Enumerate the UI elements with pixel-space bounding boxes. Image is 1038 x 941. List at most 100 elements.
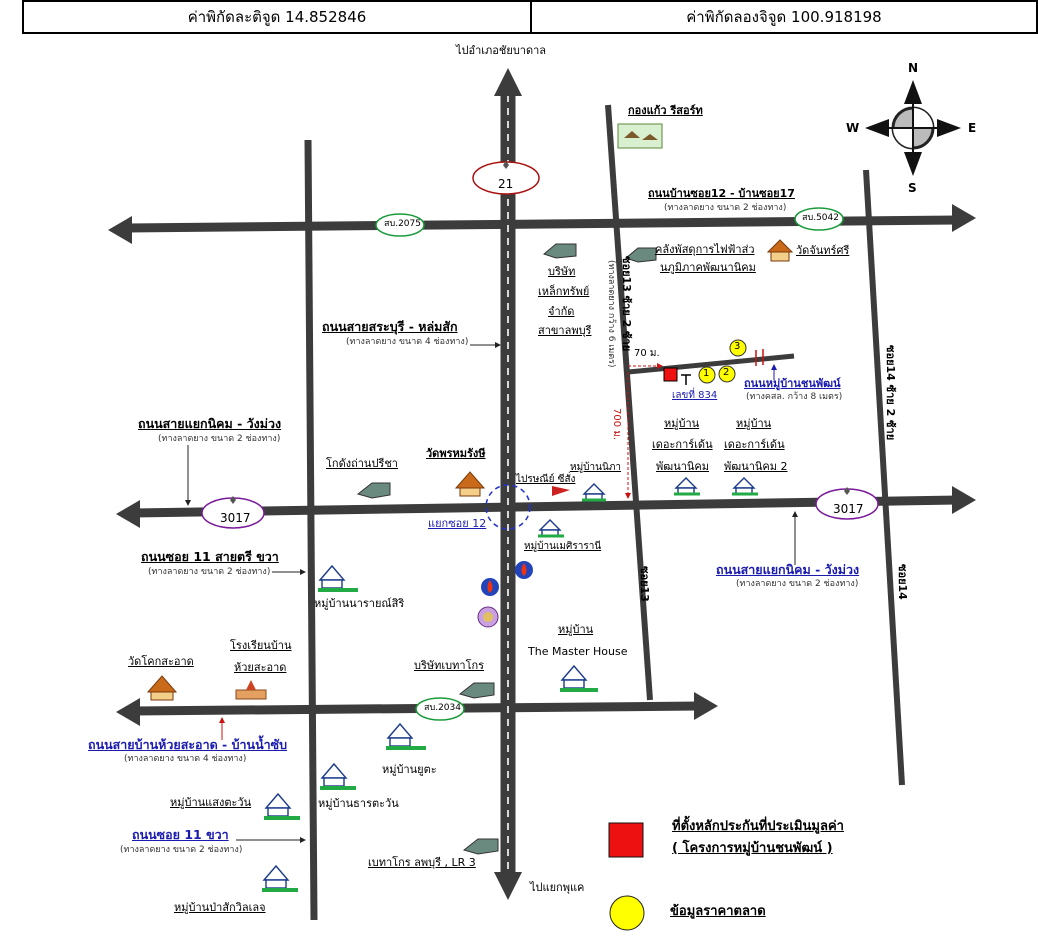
label-kongkaew: กองแก้ว รีสอร์ท	[628, 104, 703, 117]
latitude-text: ค่าพิกัดละติจูด 14.852846	[187, 8, 367, 26]
legend-market: ข้อมูลราคาตลาด	[670, 904, 766, 919]
label-to-north: ไปอำเภอชัยบาดาล	[456, 44, 547, 57]
compass-n: N	[908, 61, 919, 75]
label-betagro-lr3: เบทาโกร ลพบุรี , LR 3	[368, 856, 476, 869]
label-soi11-lower-sub: (ทางลาดยาง ขนาด 2 ช่องทาง)	[120, 845, 243, 855]
label-wat-phrom: วัดพรหมรังษี	[426, 447, 486, 460]
label-village-ds2-a: หมู่บ้าน	[736, 417, 772, 430]
label-dist-70: 70 ม.	[634, 348, 660, 359]
lot-pin-icon	[681, 374, 691, 385]
label-village-nipha: หมู่บ้านนิภา	[570, 462, 622, 473]
subject-property-marker	[663, 367, 678, 382]
intersection-circle	[485, 484, 531, 530]
label-betagro-co: บริษัทเบทาโกร	[414, 659, 485, 672]
badge-3017-right-label: 3017	[833, 502, 864, 516]
village-icon-mesirani	[538, 519, 564, 538]
legend-subject-icon	[608, 822, 644, 858]
label-soi11-road-sub: (ทางลาดยาง ขนาด 2 ช่องทาง)	[148, 567, 271, 577]
badge-2075	[375, 213, 425, 237]
label-temple-top: วัดจันทร์ศรี	[796, 244, 850, 257]
label-warehouse-pea-2: นภูมิภาคพัฒนานิคม	[660, 261, 756, 274]
label-village-ds1-b: เดอะการ์เด้น	[652, 438, 713, 451]
legend-market-icon	[609, 895, 645, 931]
compass-s: S	[908, 181, 917, 195]
label-village-pasak: หมู่บ้านป่าสักวิลเลจ	[174, 901, 266, 914]
village-icon-saengtawan	[264, 792, 300, 820]
badge-2034-label: สบ.2034	[424, 703, 461, 713]
village-icon-masterhouse	[560, 664, 598, 692]
temple-icon-phrom	[454, 471, 486, 497]
label-yaeknikhom-left: ถนนสายแยกนิคม - วังม่วง	[138, 416, 282, 431]
label-saraburi-road-sub: (ทางลาดยาง ขนาด 4 ช่องทาง)	[346, 337, 469, 347]
market-marker-2-label: 2	[723, 367, 730, 378]
road-soi14	[863, 169, 905, 786]
label-soi13-lower: ซอย13	[638, 566, 651, 602]
market-marker-3	[729, 339, 747, 357]
road-chonpat	[627, 353, 795, 375]
legend-subject-line1: ที่ตั้งหลักประกันที่ประเมินมูลค่า	[672, 819, 844, 834]
village-icon-tharnt	[320, 762, 356, 790]
label-village-ds1-a: หมู่บ้าน	[664, 417, 700, 430]
label-soi14-upper: ซอย14 ซ้าย 2 ซ้าย	[884, 345, 897, 441]
label-huaisaat-road: ถนนสายบ้านห้วยสะอาด - บ้านน้ำซับ	[88, 737, 288, 752]
label-soi13-upper-sub: (ทางลาดยาง กว้าง 6 เมตร)	[606, 260, 616, 368]
village-icon-ds2	[732, 477, 758, 496]
warehouse-icon-godown	[356, 482, 391, 499]
road-2075	[108, 204, 976, 244]
village-icon-nipha	[582, 483, 606, 502]
compass-rose-icon	[865, 80, 961, 176]
village-icon-ds1	[674, 477, 700, 496]
label-village-narai: หมู่บ้านนารายณ์สิริ	[314, 597, 405, 610]
label-soi14-lower: ซอย14	[896, 564, 909, 600]
badge-route21	[472, 161, 540, 195]
latitude-box: ค่าพิกัดละติจูด 14.852846	[22, 0, 532, 34]
label-saraburi-road: ถนนสายสระบุรี - หล่มสัก	[322, 319, 458, 334]
badge-3017-right	[815, 487, 879, 520]
compass-w: W	[846, 121, 860, 135]
warehouse-icon-betagro-lr3	[462, 838, 499, 855]
label-post-office: ไปรษณีย์ ซีสั่ง	[516, 474, 576, 485]
label-master-house-a: หมู่บ้าน	[558, 623, 594, 636]
label-chonpat-road-sub: (ทางคสล. กว้าง 8 เมตร)	[746, 392, 843, 402]
road-left-vertical	[304, 139, 318, 921]
badge-2075-label: สบ.2075	[384, 219, 421, 229]
longitude-box: ค่าพิกัดลองจิจูด 100.918198	[530, 0, 1038, 34]
badge-2034	[415, 697, 465, 721]
badge-route21-label: 21	[498, 177, 514, 191]
warehouse-icon-company	[542, 243, 577, 259]
market-marker-1-label: 1	[703, 368, 710, 379]
village-icon-narai	[318, 564, 358, 592]
temple-icon-huaisaat	[146, 675, 178, 701]
school-icon	[235, 680, 267, 700]
label-soi13-upper: ซอย13 ซ้าย 2 ซ้าย	[620, 256, 633, 352]
label-village-ds2-b: เดอะการ์เด้น	[724, 438, 785, 451]
longitude-text: ค่าพิกัดลองจิจูด 100.918198	[686, 8, 882, 26]
label-company-3: จำกัด	[548, 305, 575, 318]
label-company-1: บริษัท	[548, 265, 576, 278]
badge-5042	[794, 207, 844, 231]
label-yaeknikhom-left-sub: (ทางลาดยาง ขนาด 2 ช่องทาง)	[158, 434, 281, 444]
label-village-mesirani: หมู่บ้านเมศิรารานี	[524, 541, 602, 552]
temple-icon-top	[766, 239, 794, 262]
label-chonpat-road: ถนนหมู่บ้านชนพัฒน์	[744, 377, 841, 390]
compass-e: E	[968, 121, 977, 135]
badge-3017-left-label: 3017	[220, 511, 251, 525]
label-soi12-road-sub: (ทางลาดยาง ขนาด 2 ช่องทาง)	[664, 203, 787, 213]
gas-station-icon-1	[481, 578, 499, 596]
shrine-icon	[477, 606, 499, 628]
resort-icon	[617, 123, 663, 149]
legend-subject-line2: ( โครงการหมู่บ้านชนพัฒน์ )	[672, 841, 833, 856]
market-marker-2	[718, 365, 736, 383]
label-school-a: โรงเรียนบ้าน	[230, 639, 292, 652]
road-soi13	[605, 104, 653, 701]
badge-3017-left	[201, 496, 265, 529]
village-icon-pasak	[262, 864, 298, 892]
warehouse-icon-pea	[624, 247, 657, 263]
label-huaisaat-road-sub: (ทางลาดยาง ขนาด 4 ช่องทาง)	[124, 754, 247, 764]
label-school-b: ห้วยสะอาด	[234, 661, 287, 674]
gas-station-icon-2	[515, 561, 533, 579]
label-yaeknikhom-right-sub: (ทางลาดยาง ขนาด 2 ช่องทาง)	[736, 579, 859, 589]
label-company-2: เหล็กทรัพย์	[538, 285, 590, 298]
label-yaeknikhom-right: ถนนสายแยกนิคม - วังม่วง	[716, 562, 860, 577]
